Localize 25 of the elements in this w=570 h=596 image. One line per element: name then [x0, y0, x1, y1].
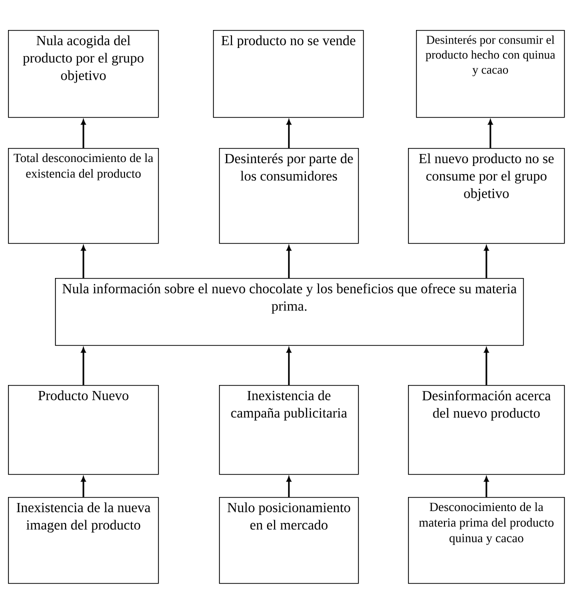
arrow [81, 120, 86, 148]
text-box: Desinformación acerca del nuevo producto [408, 385, 565, 475]
arrow [484, 348, 489, 385]
text-box: El nuevo producto no se consume por el grupo objetivo [408, 148, 565, 244]
arrow [286, 120, 292, 148]
arrow [81, 246, 86, 278]
text-box: Total desconocimiento de la existencia del producto [8, 148, 159, 244]
text-box: Nula acogida del producto por el grupo objetivo [8, 30, 159, 118]
arrow [286, 476, 292, 497]
arrow [484, 476, 489, 497]
text-box: Nulo posicionamiento en el mercado [219, 497, 359, 584]
text-box: Producto Nuevo [8, 385, 159, 475]
text-box: Inexistencia de campaña publicitaria [219, 385, 359, 475]
arrow [286, 348, 292, 385]
arrow [488, 120, 493, 148]
arrow [81, 476, 86, 497]
text-box: Desinterés por parte de los consumidores [219, 148, 359, 244]
text-box: Desinterés por consumir el producto hecho con quinua y cacao [416, 30, 565, 118]
text-box: Nula información sobre el nuevo chocolate y los beneficios que ofrece su materia prima. [55, 278, 524, 346]
text-box: Inexistencia de la nueva imagen del producto [8, 497, 159, 584]
text-box: El producto no se vende [213, 30, 364, 118]
arrow [484, 246, 489, 278]
arrow [81, 348, 86, 385]
text-box: Desconocimiento de la materia prima del producto quinua y cacao [408, 497, 565, 584]
arrow [286, 246, 292, 278]
